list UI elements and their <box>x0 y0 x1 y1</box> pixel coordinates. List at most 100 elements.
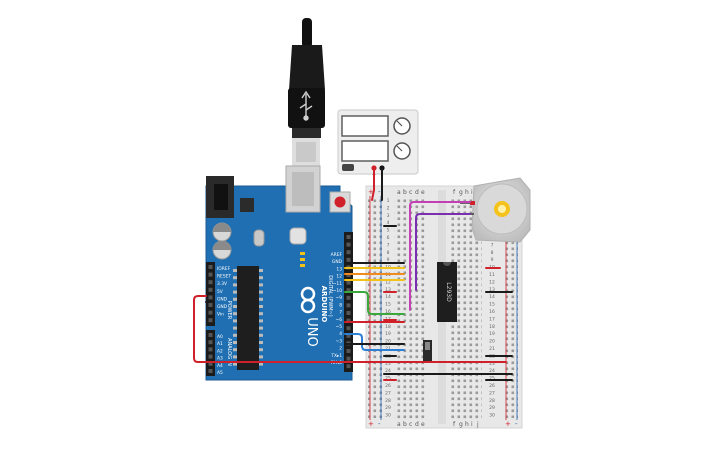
power-header-title: POWER <box>226 301 232 320</box>
svg-text:d: d <box>415 189 419 196</box>
pin-label: ~3 <box>336 338 343 344</box>
row-number: 23 <box>489 361 495 367</box>
row-number: 19 <box>385 331 391 337</box>
wire-motor-b <box>415 213 471 291</box>
row-number: 7 <box>491 242 494 248</box>
slide-switch-icon <box>425 342 430 350</box>
row-number: 21 <box>489 346 495 352</box>
row-number: 17 <box>489 316 495 322</box>
row-number: 16 <box>385 309 391 315</box>
usb-cable[interactable] <box>288 18 325 166</box>
row-number: 11 <box>489 272 495 278</box>
breadboard-column-labels-bottom: a b c d e f g h i j <box>397 421 479 428</box>
svg-text:i: i <box>471 189 473 196</box>
bench-power-supply[interactable]: + - <box>337 109 419 178</box>
power-header <box>206 262 215 326</box>
pin-label: IOREF <box>217 266 231 272</box>
pin-label: 13 <box>336 266 342 272</box>
l293d-driver-chip[interactable]: L293D <box>437 262 457 322</box>
arduino-model: UNO <box>304 317 319 346</box>
wire-pin10 <box>344 291 405 315</box>
row-number: 6 <box>387 235 390 241</box>
pin-label: A5 <box>217 370 223 376</box>
row-number: 9 <box>491 257 494 263</box>
pin-label: A4 <box>217 363 223 369</box>
row-number: 24 <box>489 368 495 374</box>
digital-header-title: DIGITAL (PWM~) <box>327 275 333 317</box>
row-number: 18 <box>489 324 495 330</box>
digital-header <box>344 232 353 372</box>
slide-switch[interactable] <box>423 340 432 362</box>
usb-plug-icon <box>299 90 313 121</box>
row-number: 30 <box>489 413 495 419</box>
row-number: 13 <box>489 287 495 293</box>
pin-label: ~9 <box>336 295 343 301</box>
svg-text:a: a <box>397 189 401 196</box>
svg-text:j: j <box>476 421 479 428</box>
row-number: 30 <box>385 413 391 419</box>
pin-label: ~5 <box>336 324 343 330</box>
row-number: 25 <box>489 376 495 382</box>
pin-label: 8 <box>339 302 342 308</box>
svg-text:h: h <box>465 189 469 196</box>
svg-text:a: a <box>397 421 401 428</box>
rail-plus-label: + <box>368 188 374 196</box>
pin-label: GND <box>217 296 228 302</box>
row-number: 27 <box>489 390 495 396</box>
wire-pin5 <box>344 333 405 351</box>
arduino-brand: ARDUINO <box>320 286 328 323</box>
pin-label: A2 <box>217 348 223 354</box>
pin-label: Vin <box>217 312 224 318</box>
row-number: 14 <box>489 294 495 300</box>
svg-text:h: h <box>465 421 469 428</box>
svg-text:b: b <box>403 189 407 196</box>
svg-text:c: c <box>409 421 412 428</box>
pin-label: 7 <box>339 310 342 316</box>
row-number: 29 <box>489 405 495 411</box>
reset-button[interactable] <box>334 196 346 208</box>
arduino-uno-board[interactable]: ARDUINO UNO DIGITAL (PWM~) POWER ANALOG … <box>205 165 353 381</box>
svg-text:f: f <box>453 421 456 428</box>
row-number: 4 <box>387 220 390 226</box>
pin-label: 12 <box>336 274 342 280</box>
row-number: 20 <box>489 339 495 345</box>
row-number: 5 <box>387 228 390 234</box>
row-number: 20 <box>385 339 391 345</box>
pin-label: 5V <box>217 289 223 295</box>
pin-label: A1 <box>217 341 223 347</box>
pin-label: RESET <box>217 274 231 280</box>
analog-header-title: ANALOG IN <box>226 338 232 366</box>
row-number: 3 <box>387 213 390 219</box>
row-number: 7 <box>387 242 390 248</box>
pin-label: 3.3V <box>217 281 227 287</box>
pin-label: 2 <box>339 346 342 352</box>
row-number: 16 <box>489 309 495 315</box>
atmega-chip-pins <box>233 269 263 366</box>
row-number: 26 <box>489 383 495 389</box>
svg-text:i: i <box>471 421 473 428</box>
row-number: 13 <box>385 287 391 293</box>
svg-text:d: d <box>415 421 419 428</box>
row-number: 2 <box>387 205 390 211</box>
analog-header <box>206 330 215 376</box>
pin-label: GND <box>217 304 228 310</box>
pin-label: TX▸1 <box>330 353 342 359</box>
row-number: 24 <box>385 368 391 374</box>
power-switch[interactable] <box>342 164 354 171</box>
wires[interactable] <box>193 167 513 381</box>
row-number: 28 <box>489 398 495 404</box>
row-number: 27 <box>385 390 391 396</box>
row-number: 28 <box>385 398 391 404</box>
row-number: 18 <box>385 324 391 330</box>
row-number: 29 <box>385 405 391 411</box>
pin-label: ~11 <box>333 281 342 287</box>
wire-motor-a <box>409 201 471 311</box>
dc-motor-icon <box>494 201 510 217</box>
svg-text:e: e <box>421 421 425 428</box>
rail-minus-label: - <box>378 188 381 196</box>
arduino-logo <box>300 286 316 314</box>
driver-ic-label: L293D <box>445 282 452 302</box>
